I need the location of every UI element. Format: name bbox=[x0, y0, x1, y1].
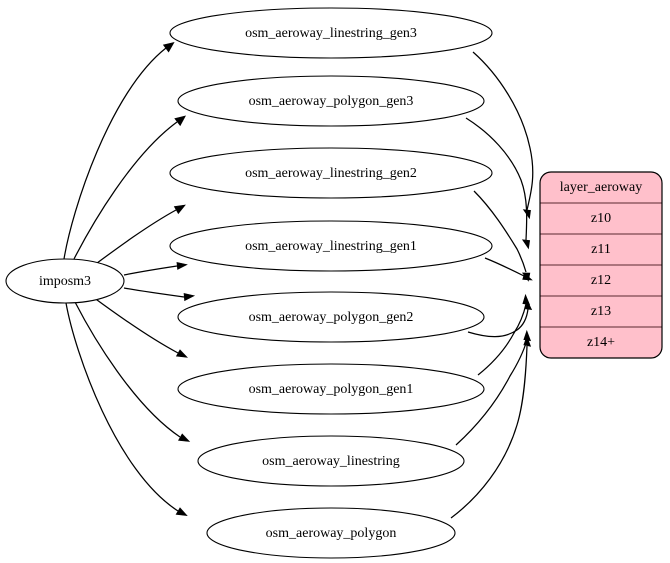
node-osm_aeroway_linestring-label: osm_aeroway_linestring bbox=[262, 454, 400, 469]
table-row-z12-label: z12 bbox=[591, 273, 611, 288]
node-osm_aeroway_polygon_gen3[interactable]: osm_aeroway_polygon_gen3 bbox=[177, 75, 485, 127]
node-osm_aeroway_polygon_gen3-shape[interactable] bbox=[177, 75, 485, 127]
node-osm_aeroway_polygon_gen2-label: osm_aeroway_polygon_gen2 bbox=[249, 310, 414, 325]
node-osm_aeroway_polygon_gen1[interactable]: osm_aeroway_polygon_gen1 bbox=[177, 363, 485, 415]
node-osm_aeroway_linestring_gen3-label: osm_aeroway_linestring_gen3 bbox=[245, 26, 417, 41]
node-imposm3-shape[interactable] bbox=[5, 258, 125, 304]
edge-osm_aeroway_linestring_gen1-to-z12 bbox=[484, 257, 533, 281]
node-osm_aeroway_linestring_gen2-label: osm_aeroway_linestring_gen2 bbox=[245, 166, 417, 181]
edge-imposm3-to-osm_aeroway_polygon_gen2 bbox=[123, 287, 196, 302]
table-row-z13-label: z13 bbox=[591, 304, 611, 319]
node-osm_aeroway_polygon_gen2[interactable]: osm_aeroway_polygon_gen2 bbox=[177, 291, 485, 343]
node-osm_aeroway_linestring-shape[interactable] bbox=[197, 435, 465, 487]
node-osm_aeroway_polygon_gen1-shape[interactable] bbox=[177, 363, 485, 415]
table-row-header-label: layer_aeroway bbox=[560, 180, 642, 195]
edge-imposm3-to-osm_aeroway_linestring bbox=[74, 301, 191, 442]
node-osm_aeroway_polygon_gen3-label: osm_aeroway_polygon_gen3 bbox=[249, 94, 414, 109]
node-osm_aeroway_linestring_gen3-shape[interactable] bbox=[169, 7, 493, 59]
node-osm_aeroway_linestring_gen2-shape[interactable] bbox=[169, 147, 493, 199]
node-osm_aeroway_linestring[interactable]: osm_aeroway_linestring bbox=[197, 435, 465, 487]
edge-imposm3-to-osm_aeroway_polygon_gen3 bbox=[73, 115, 186, 260]
table-row-header-cell[interactable] bbox=[540, 172, 662, 204]
edge-imposm3-to-osm_aeroway_linestring_gen1 bbox=[123, 262, 188, 276]
edge-imposm3-to-osm_aeroway_linestring_gen3 bbox=[63, 42, 175, 260]
table-row-z14plus-label: z14+ bbox=[587, 335, 615, 350]
edge-osm_aeroway_polygon_gen1-to-z13 bbox=[477, 293, 531, 376]
node-osm_aeroway_linestring_gen3[interactable]: osm_aeroway_linestring_gen3 bbox=[169, 7, 493, 59]
node-imposm3[interactable]: imposm3 bbox=[5, 258, 125, 304]
edge-imposm3-to-osm_aeroway_linestring_gen2 bbox=[92, 204, 186, 267]
node-osm_aeroway_polygon-shape[interactable] bbox=[206, 507, 456, 559]
node-osm_aeroway_polygon[interactable]: osm_aeroway_polygon bbox=[206, 507, 456, 559]
node-osm_aeroway_linestring_gen2[interactable]: osm_aeroway_linestring_gen2 bbox=[169, 147, 493, 199]
node-osm_aeroway_polygon_gen2-shape[interactable] bbox=[177, 291, 485, 343]
edge-imposm3-to-osm_aeroway_polygon bbox=[65, 302, 188, 516]
node-osm_aeroway_linestring_gen1-shape[interactable] bbox=[169, 220, 493, 272]
edge-osm_aeroway_linestring_gen3-to-z10 bbox=[472, 51, 534, 220]
edge-imposm3-to-osm_aeroway_polygon_gen1 bbox=[92, 296, 188, 358]
table-row-z10-cell[interactable] bbox=[540, 202, 662, 235]
node-imposm3-label: imposm3 bbox=[39, 274, 91, 289]
edge-group-tables-to-layer bbox=[450, 51, 534, 519]
table-row-z10-label: z10 bbox=[591, 211, 611, 226]
edge-osm_aeroway_polygon_gen3-to-z11 bbox=[465, 117, 531, 250]
table-row-z11-label: z11 bbox=[591, 242, 611, 257]
node-osm_aeroway_linestring_gen1-label: osm_aeroway_linestring_gen1 bbox=[245, 239, 417, 254]
table-row-z14plus-cell[interactable] bbox=[540, 326, 662, 358]
table-row-z12-cell[interactable] bbox=[540, 264, 662, 297]
node-osm_aeroway_polygon-label: osm_aeroway_polygon bbox=[266, 526, 397, 541]
node-layer_aeroway[interactable]: layer_aeroway z10 z11 z12 z13 z14+ bbox=[539, 171, 663, 359]
edge-group-source-to-tables bbox=[63, 42, 196, 516]
node-osm_aeroway_polygon_gen1-label: osm_aeroway_polygon_gen1 bbox=[249, 382, 414, 397]
edge-osm_aeroway_polygon-to-z14plus bbox=[450, 335, 532, 519]
table-outline bbox=[539, 171, 663, 359]
node-osm_aeroway_linestring_gen1[interactable]: osm_aeroway_linestring_gen1 bbox=[169, 220, 493, 272]
edge-osm_aeroway_linestring_gen2-to-z12 bbox=[473, 190, 531, 282]
